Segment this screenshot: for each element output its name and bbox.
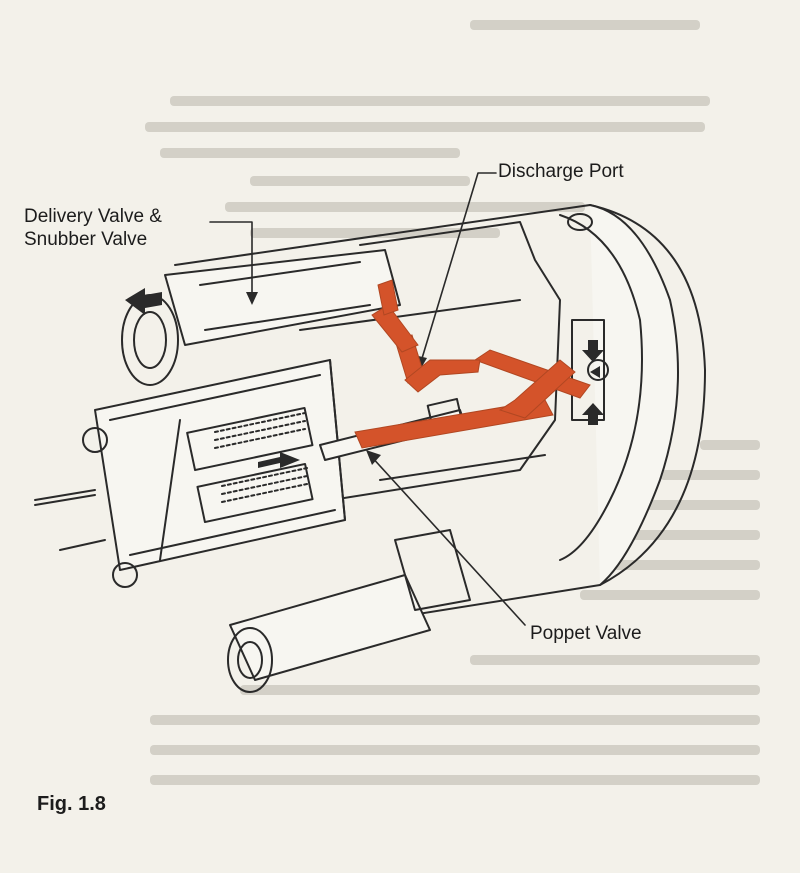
outlet-arrow-icon bbox=[125, 288, 162, 315]
label-delivery-valve: Delivery Valve & Snubber Valve bbox=[24, 205, 162, 251]
pump-housing bbox=[174, 204, 706, 641]
flow-path bbox=[354, 279, 591, 449]
leader-poppet-valve bbox=[369, 454, 526, 626]
figure-caption: Fig. 1.8 bbox=[37, 793, 106, 815]
plunger-direction-arrow-icon bbox=[258, 452, 300, 468]
label-discharge-port: Discharge Port bbox=[498, 161, 624, 182]
label-delivery-valve-line2: Snubber Valve bbox=[24, 229, 148, 250]
seat-arrow-left-icon bbox=[590, 366, 600, 378]
seat-arrow-up-icon bbox=[582, 403, 604, 425]
leader-lines bbox=[209, 172, 526, 626]
electrical-terminals bbox=[34, 427, 138, 588]
leader-delivery-valve bbox=[209, 221, 253, 301]
seat-arrow-down-icon bbox=[582, 340, 604, 362]
flow-arrows bbox=[125, 288, 604, 468]
label-poppet-valve: Poppet Valve bbox=[530, 623, 642, 644]
delivery-valve-fitting bbox=[121, 249, 401, 386]
plunger-assembly bbox=[94, 359, 346, 571]
leader-discharge-port bbox=[419, 172, 497, 366]
inlet-fitting bbox=[227, 529, 471, 693]
label-delivery-valve-line1: Delivery Valve & bbox=[24, 206, 162, 227]
